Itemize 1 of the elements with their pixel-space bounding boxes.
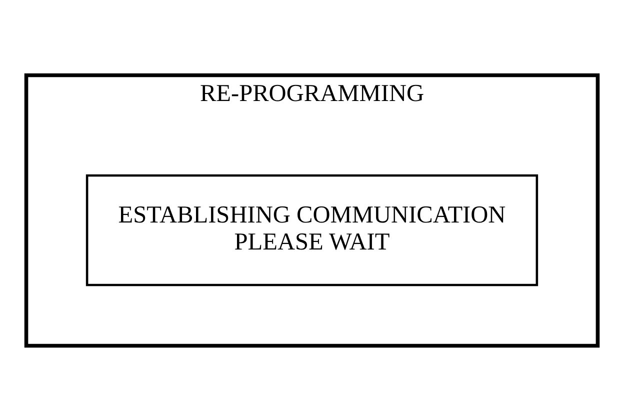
node-box: ESTABLISHING COMMUNICATION PLEASE WAIT [86,174,538,286]
